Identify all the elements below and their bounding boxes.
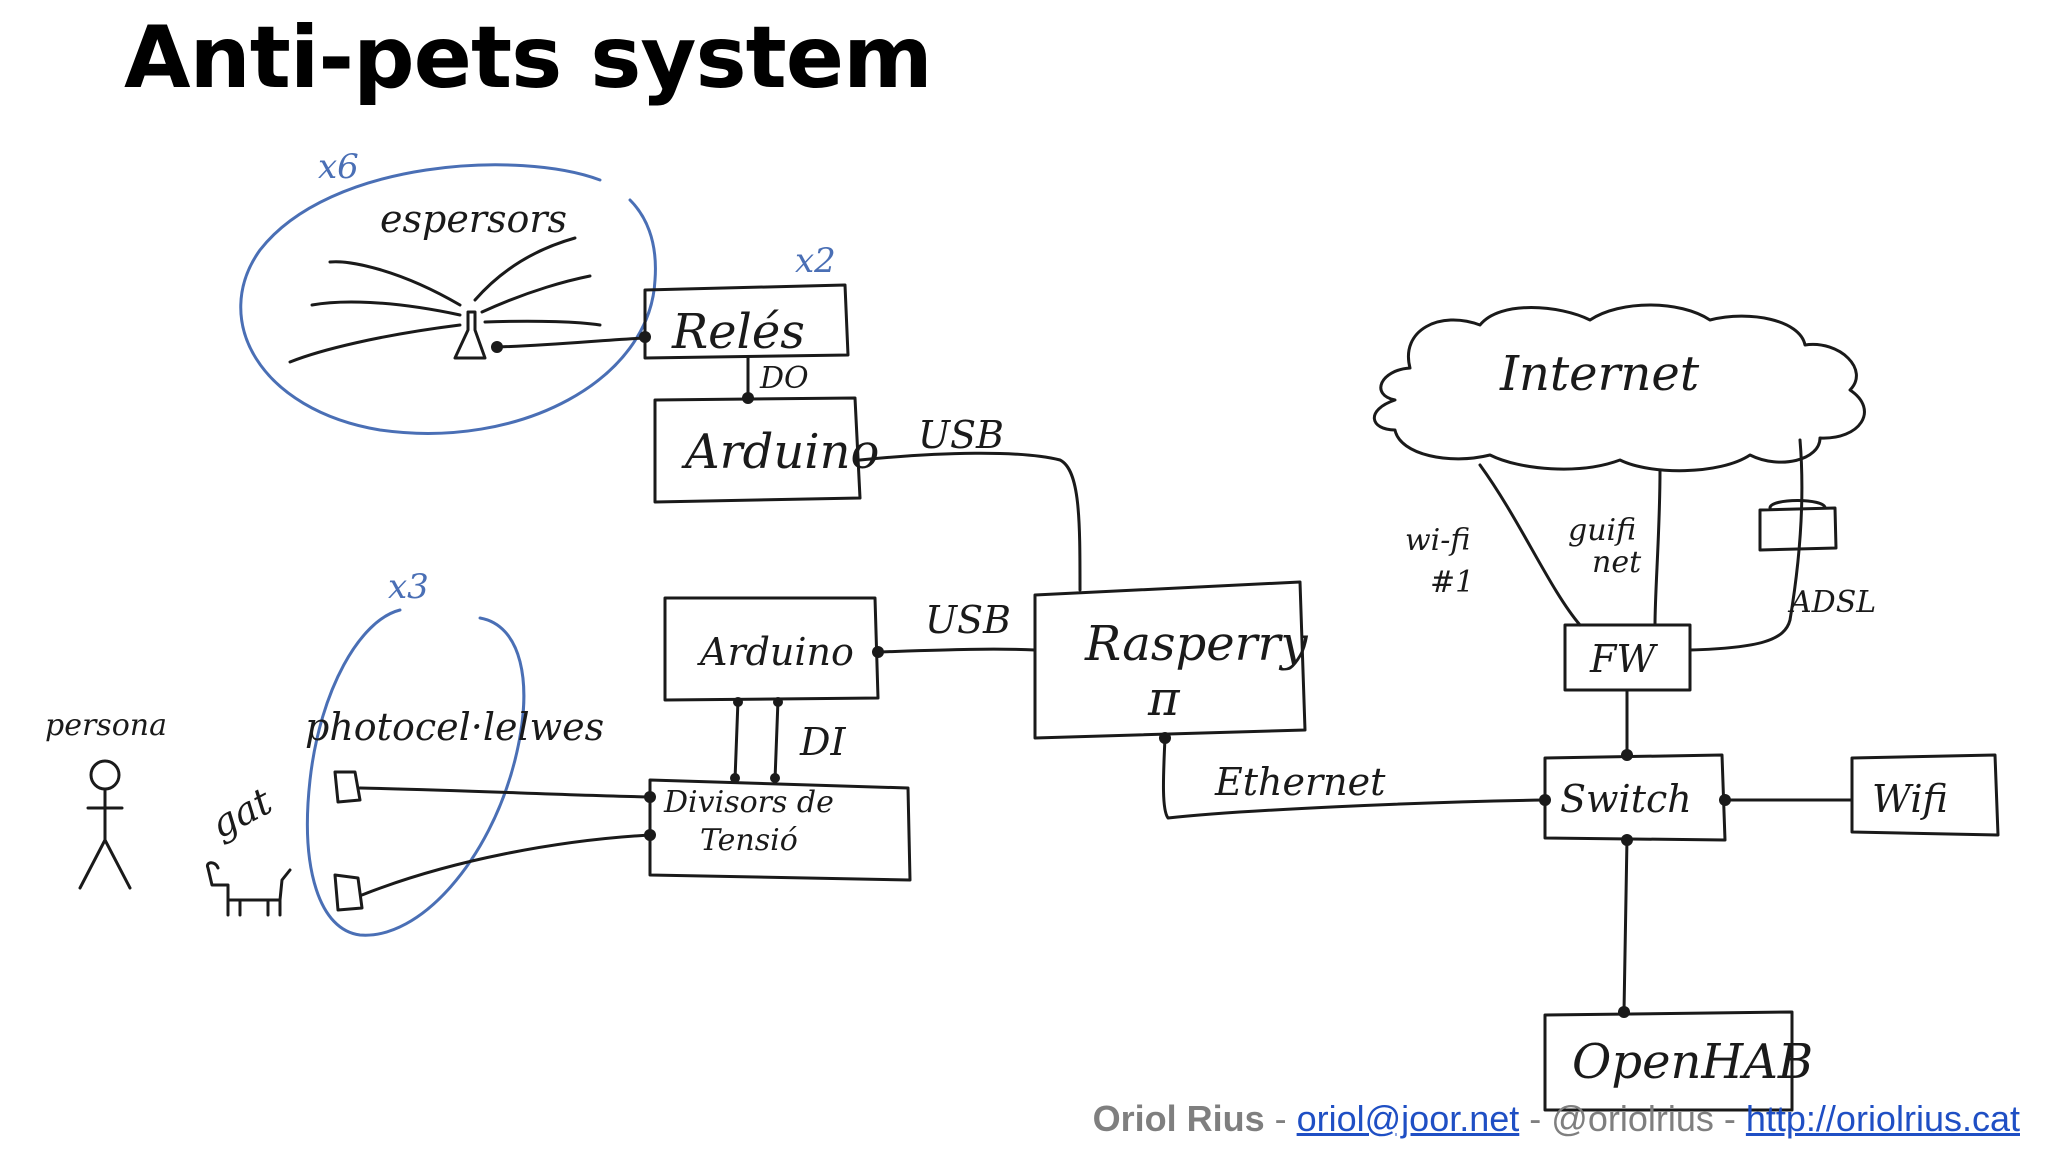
persona-figure: persona [45, 708, 167, 890]
wire-di-1 [733, 698, 740, 782]
guifi-label-1: guifi [1568, 513, 1636, 548]
adsl-label: ADSL [1787, 585, 1876, 620]
reles-label: Relés [671, 304, 805, 360]
espersors-ellipse [239, 163, 657, 435]
spray-line [483, 319, 602, 327]
divisors-label-1: Divisors de [663, 785, 834, 820]
usb-bottom-label: USB [925, 598, 1011, 642]
persona-label: persona [45, 708, 167, 743]
openhab-label: OpenHAB [1572, 1034, 1813, 1090]
wire-ethernet [1161, 736, 1547, 820]
arduino-top-box: Arduino USB [653, 396, 1082, 592]
wire-wifi1 [1478, 463, 1582, 627]
wire-photocell-1 [358, 786, 652, 799]
footer-author: Oriol Rius [1092, 1098, 1265, 1139]
wire-di-2 [773, 698, 780, 782]
footer-credits: Oriol Rius - oriol@joor.net - @oriolrius… [1093, 1098, 2020, 1140]
photocells-group: x3 photocel·lelwes [305, 567, 652, 937]
arduino-bottom-label: Arduino [697, 630, 854, 674]
sprinkler-icon [453, 310, 487, 360]
wifi-box: Wifi [1850, 753, 2000, 837]
espersors-group: x6 espersors [239, 147, 657, 435]
gat-figure: gat [203, 779, 292, 917]
modem-icon [1758, 499, 1838, 552]
rasperry-box: Rasperry π [1033, 580, 1309, 744]
slide-title: Anti-pets system [124, 8, 933, 108]
footer-separator: - [1713, 1098, 1746, 1139]
photocell-icon [333, 873, 364, 912]
photocells-label: photocel·lelwes [305, 705, 604, 749]
spray-line [328, 260, 462, 307]
wire-adsl [1688, 438, 1804, 652]
usb-top-label: USB [918, 413, 1004, 457]
do-label: DO [759, 361, 809, 396]
wire-espersors-reles [495, 336, 647, 349]
photocell-icon [333, 770, 362, 804]
photocells-multiplier: x3 [388, 567, 429, 607]
wire-usb-top [858, 451, 1082, 592]
photocells-ellipse [306, 608, 526, 937]
di-label: DI [799, 720, 846, 764]
pi-label: π [1147, 671, 1181, 727]
internet-cloud: Internet wi-fi #1 guifi net ADSL [1372, 303, 1876, 652]
reles-multiplier: x2 [795, 241, 836, 281]
wifi-label: Wifi [1872, 777, 1948, 821]
rasperry-label: Rasperry [1084, 616, 1309, 672]
arduino-bottom-box: Arduino USB DI [663, 596, 1037, 783]
gat-label: gat [203, 779, 279, 847]
footer-separator: - [1264, 1098, 1297, 1139]
spray-line [480, 274, 592, 314]
spray-line [473, 236, 577, 302]
divisors-label-2: Tensió [700, 823, 798, 858]
espersors-multiplier: x6 [318, 147, 359, 187]
fw-label: FW [1589, 637, 1658, 681]
ethernet-label: Ethernet [1214, 760, 1386, 804]
cat-icon [205, 861, 292, 917]
spray-line [310, 300, 462, 317]
switch-box: Switch [1539, 753, 1854, 1018]
internet-label: Internet [1499, 346, 1700, 402]
person-icon [89, 759, 121, 791]
footer-email-link[interactable]: oriol@joor.net [1296, 1098, 1520, 1139]
reles-box: x2 Relés DO [639, 241, 850, 404]
divisors-box: Divisors de Tensió [644, 778, 912, 882]
switch-label: Switch [1560, 777, 1692, 821]
wifi1-label-1: wi-fi [1405, 523, 1470, 558]
espersors-label: espersors [380, 197, 567, 241]
wire-photocell-2 [360, 833, 652, 897]
openhab-box: OpenHAB [1543, 1010, 1813, 1112]
guifi-label-2: net [1592, 545, 1642, 580]
wire-switch-openhab [1622, 836, 1629, 1014]
footer-website-link[interactable]: http://oriolrius.cat [1745, 1098, 2020, 1139]
wire-guifi [1653, 468, 1662, 627]
wire-usb-bottom [876, 647, 1037, 654]
arduino-top-label: Arduino [681, 424, 879, 480]
fw-box: FW [1563, 623, 1692, 761]
footer-separator: - [1519, 1098, 1552, 1139]
wifi1-label-2: #1 [1430, 565, 1474, 600]
footer-handle: @oriolrius [1551, 1098, 1714, 1139]
spray-line [288, 323, 462, 364]
